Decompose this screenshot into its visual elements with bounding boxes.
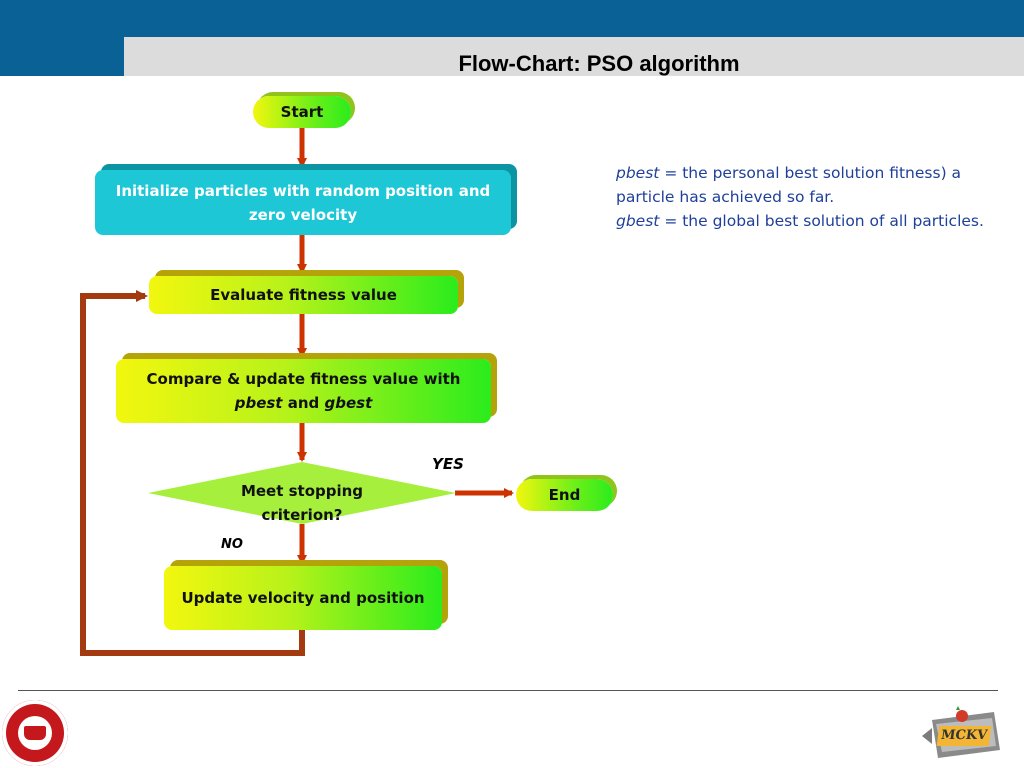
pbest-term: pbest: [616, 164, 660, 182]
gbest-def: = the global best solution of all partic…: [664, 212, 984, 230]
initialize-node: Initialize particles with random positio…: [95, 170, 511, 235]
pbest-def: = the personal best solution fitness) a …: [616, 164, 962, 206]
loop-back-connector: [80, 290, 305, 656]
gbest-term: gbest: [616, 212, 660, 230]
definitions-note: pbest = the personal best solution fitne…: [616, 161, 996, 233]
header-bar: [0, 0, 1024, 37]
initialize-label: Initialize particles with random positio…: [115, 181, 491, 224]
gbest-definition: gbest = the global best solution of all …: [616, 209, 996, 233]
start-node: Start: [253, 96, 351, 128]
compare-text: Compare & update fitness value with pbes…: [147, 367, 461, 415]
mckv-logo-text: MCKV: [936, 726, 992, 746]
compare-and: and: [287, 394, 320, 412]
compare-line2: pbest and gbest: [147, 391, 461, 415]
pbest-definition: pbest = the personal best solution fitne…: [616, 161, 996, 209]
update-node: Update velocity and position: [164, 566, 442, 630]
end-label: End: [548, 486, 581, 504]
header-corner-block: [0, 37, 124, 76]
compare-gbest: gbest: [324, 394, 373, 412]
no-label: NO: [221, 537, 243, 552]
decision-label: Meet stopping criterion?: [240, 482, 364, 524]
evaluate-node: Evaluate fitness value: [149, 276, 458, 314]
page-title: Flow-Chart: PSO algorithm: [458, 51, 740, 76]
start-label: Start: [280, 103, 324, 121]
evaluate-label: Evaluate fitness value: [210, 286, 397, 304]
end-node: End: [516, 479, 613, 511]
decision-diamond: [148, 462, 456, 524]
decision-label-box: Meet stopping criterion?: [212, 476, 392, 530]
yes-label: YES: [432, 455, 464, 473]
compare-pbest: pbest: [234, 394, 283, 412]
compare-node: Compare & update fitness value with pbes…: [116, 359, 491, 423]
seal-crown-icon: [24, 726, 46, 740]
footer-divider: [18, 690, 998, 691]
compare-line1: Compare & update fitness value with: [146, 370, 461, 388]
update-label: Update velocity and position: [181, 589, 425, 607]
university-seal-logo: [2, 700, 68, 766]
title-bar: [124, 37, 1024, 76]
